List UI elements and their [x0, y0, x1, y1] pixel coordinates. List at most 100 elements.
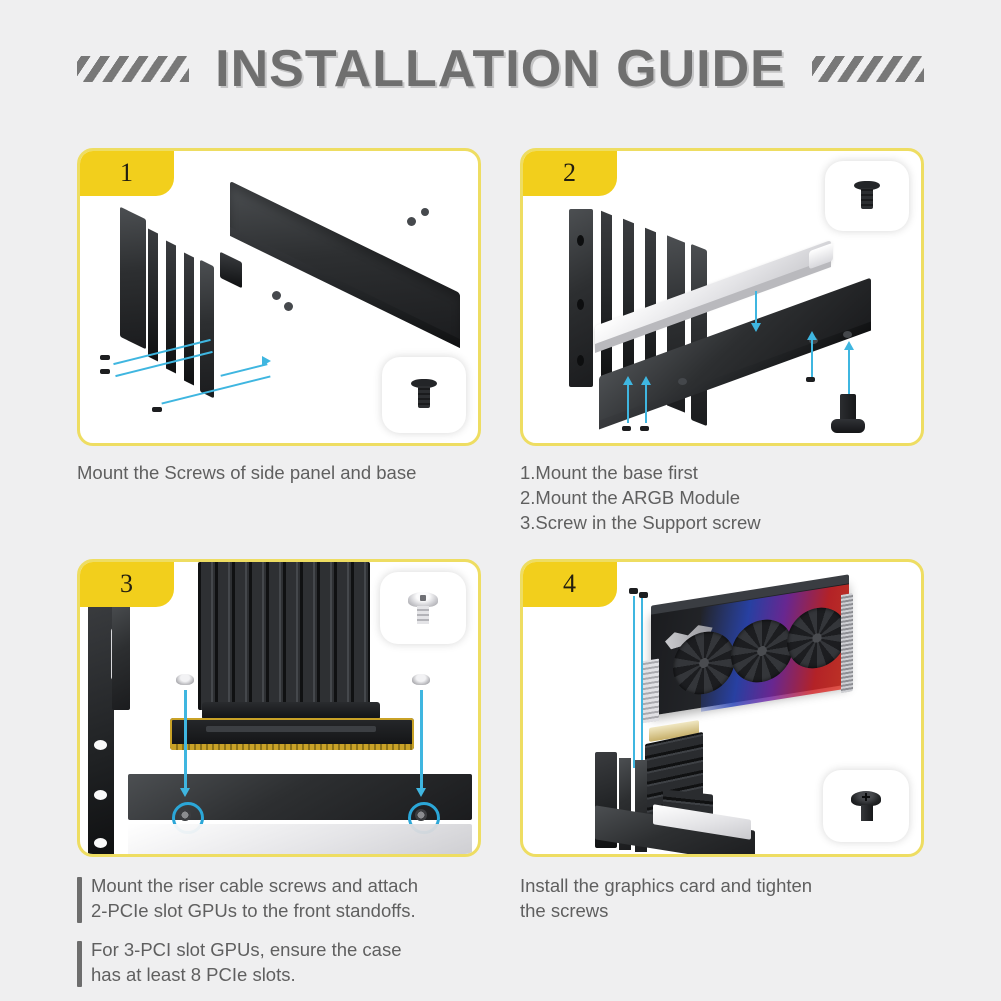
- caption-line: Install the graphics card and tighten: [520, 875, 813, 896]
- pcie-gold-fingers: [172, 744, 412, 750]
- base-plate-tab: [220, 251, 242, 289]
- bullet-bar-icon: [77, 941, 82, 987]
- support-screw-icon: [840, 394, 856, 424]
- install-arrow: [184, 690, 187, 790]
- step-4-illustration: [523, 562, 921, 854]
- screw-icon: [639, 592, 648, 598]
- bracket-screw-hole: [577, 235, 584, 246]
- install-arrow: [420, 690, 423, 790]
- step-2: 2: [520, 148, 924, 535]
- step-4: 4: [520, 559, 924, 1001]
- install-arrow-head-icon: [623, 376, 633, 385]
- caption-line: 3.Screw in the Support screw: [520, 512, 761, 533]
- riser-ribbon-cable: [198, 562, 370, 710]
- hatch-stripes-right-icon: [811, 56, 924, 82]
- step-3-badge: 3: [80, 562, 174, 607]
- step-2-screw-inset-card: [825, 161, 909, 231]
- pcie-slot-bracket: [120, 206, 146, 350]
- caption-bullet-block: Mount the riser cable screws and attach …: [77, 873, 487, 923]
- standoff-icon: [272, 291, 281, 300]
- install-arrow: [811, 337, 813, 379]
- step-1: 1: [77, 148, 481, 535]
- install-arrow-head-icon: [844, 341, 854, 350]
- step-2-caption: 1.Mount the base first 2.Mount the ARGB …: [520, 460, 930, 535]
- bracket-screw-hole: [94, 790, 107, 800]
- standoff-icon: [421, 208, 429, 216]
- side-screw-icon: [100, 355, 110, 360]
- standoff-icon: [843, 331, 852, 338]
- caption-line: Mount the riser cable screws and attach: [91, 875, 418, 896]
- base-plate: [230, 180, 460, 346]
- case-bracket-rail: [88, 600, 114, 854]
- standoff-screw-icon: [415, 809, 427, 821]
- pcie-slot-fin: [148, 228, 158, 362]
- install-arrow-head-icon: [751, 323, 761, 332]
- case-front-panel: [128, 824, 472, 854]
- step-4-panel: 4: [520, 559, 924, 857]
- caption-line: has at least 8 PCIe slots.: [91, 964, 296, 985]
- standoff-icon: [678, 378, 687, 385]
- caption-line: 2-PCIe slot GPUs to the front standoffs.: [91, 900, 416, 921]
- alignment-arrow: [113, 338, 211, 366]
- install-arrow-head-icon: [180, 788, 190, 797]
- support-screw-head-icon: [831, 419, 865, 433]
- step-1-panel: 1: [77, 148, 481, 446]
- step-3: 3: [77, 559, 481, 1001]
- step-1-screw-inset-card: [382, 357, 466, 433]
- install-arrow-head-icon: [807, 331, 817, 340]
- screw-icon: [640, 426, 649, 431]
- install-arrow-head-icon: [641, 376, 651, 385]
- side-screw-icon: [100, 369, 110, 374]
- screw-icon: [622, 426, 631, 431]
- bracket-screw-hole: [94, 740, 107, 750]
- step-4-screw-inset-card: [823, 770, 909, 842]
- step-1-illustration: [80, 151, 478, 443]
- step-2-illustration: [523, 151, 921, 443]
- alignment-arrow: [115, 350, 213, 378]
- install-arrow: [755, 291, 757, 325]
- case-bracket-flange: [112, 600, 130, 710]
- alignment-arrow: [220, 363, 268, 377]
- pcie-slot-edge: [200, 259, 214, 399]
- alignment-arrow-head-icon: [262, 356, 271, 366]
- bracket-screw-hole: [577, 355, 584, 366]
- bracket-screw-hole: [577, 299, 584, 310]
- caption-line: Mount the Screws of side panel and base: [77, 462, 417, 483]
- gpu-fin-stack: [841, 593, 853, 693]
- phillips-cross-icon: [862, 793, 870, 801]
- step-1-caption: Mount the Screws of side panel and base: [77, 460, 487, 485]
- caption-line: 2.Mount the ARGB Module: [520, 487, 741, 508]
- steps-grid: 1: [77, 148, 924, 1001]
- caption-line: the screws: [520, 900, 609, 921]
- step-4-caption: Install the graphics card and tighten th…: [520, 873, 930, 923]
- bracket-screw-hole: [94, 838, 107, 848]
- standoff-screw-icon: [179, 809, 191, 821]
- caption-bullet-block: For 3-PCI slot GPUs, ensure the case has…: [77, 937, 487, 987]
- flat-head-screw-icon: [854, 181, 880, 190]
- hatch-stripes-left-icon: [77, 56, 190, 82]
- pcie-slot-fin: [184, 252, 194, 386]
- step-2-panel: 2: [520, 148, 924, 446]
- page-header: INSTALLATION GUIDE: [0, 38, 1001, 100]
- caption-line: 1.Mount the base first: [520, 462, 698, 483]
- step-3-caption: Mount the riser cable screws and attach …: [77, 873, 487, 987]
- pcie-slot-fin: [601, 210, 612, 386]
- install-arrow: [627, 381, 629, 423]
- caption-line: For 3-PCI slot GPUs, ensure the case: [91, 939, 402, 960]
- install-arrow: [645, 381, 647, 423]
- standoff-icon: [407, 217, 416, 226]
- step-3-illustration: [80, 562, 478, 854]
- step-3-panel: 3: [77, 559, 481, 857]
- standoff-icon: [284, 302, 293, 311]
- step-4-badge: 4: [523, 562, 617, 607]
- bullet-bar-icon: [77, 877, 82, 923]
- step-2-badge: 2: [523, 151, 617, 196]
- install-arrow: [641, 596, 643, 768]
- install-arrow-head-icon: [416, 788, 426, 797]
- flat-head-screw-icon: [411, 379, 437, 388]
- pan-head-screw-icon: [176, 674, 194, 685]
- alignment-arrow: [161, 375, 271, 405]
- step-1-badge: 1: [80, 151, 174, 196]
- install-arrow: [633, 596, 635, 768]
